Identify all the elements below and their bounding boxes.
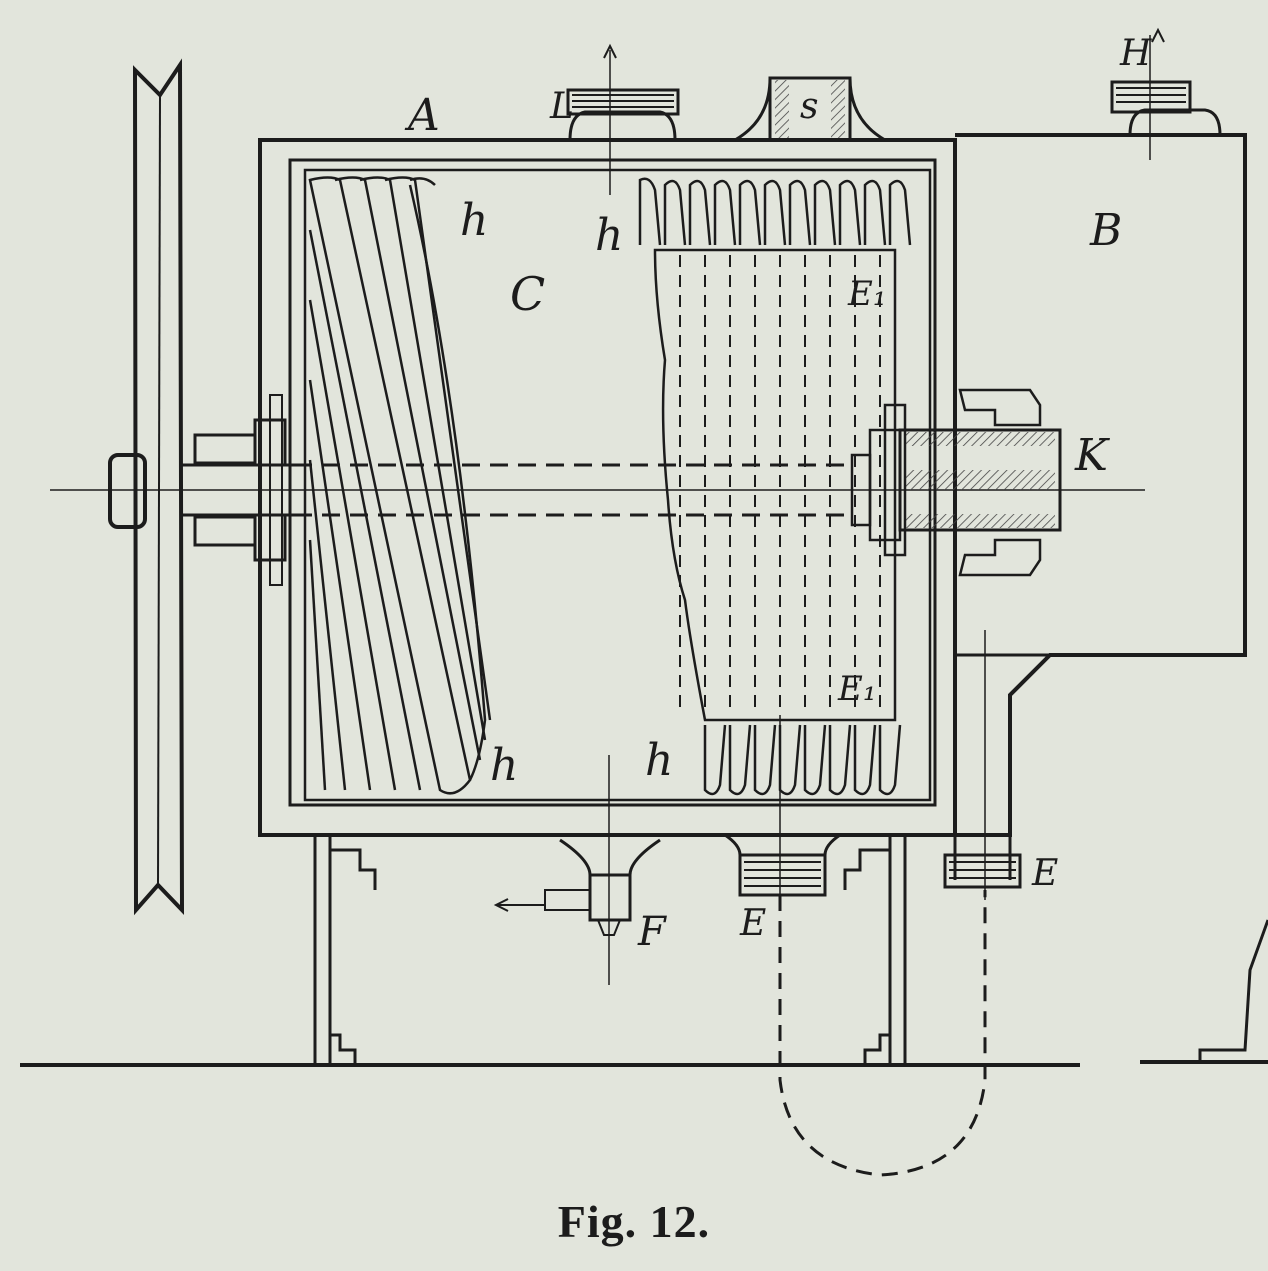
label-s: s	[800, 86, 818, 127]
label-a: A	[404, 90, 440, 141]
left-bearing	[193, 394, 287, 586]
outlet-f	[493, 755, 661, 985]
top-nozzle-l	[566, 43, 680, 195]
outlet-e-right	[943, 630, 1022, 900]
label-h-bottom-left: h	[490, 740, 518, 791]
label-h-top-mid: h	[595, 210, 623, 261]
perforated-drum	[653, 248, 897, 722]
comb-teeth-top	[638, 177, 912, 246]
outlet-e-bottom	[724, 715, 841, 897]
label-h-top-left: h	[460, 195, 488, 246]
label-h-bottom-mid: h	[645, 735, 673, 786]
figure-caption: Fig. 12.	[557, 1196, 711, 1247]
label-c: C	[510, 267, 545, 321]
comb-teeth-bottom	[703, 724, 902, 796]
label-l: L	[549, 86, 574, 127]
adjacent-machine-leg	[1198, 919, 1268, 1062]
label-h-top-nozzle: H	[1119, 33, 1152, 74]
pulley-wheel	[108, 58, 185, 916]
top-nozzle-h	[1110, 27, 1222, 160]
label-b: B	[1089, 205, 1122, 256]
label-e-bottom: E	[739, 903, 766, 944]
label-e-right: E	[1031, 853, 1058, 894]
label-k: K	[1074, 430, 1110, 481]
label-f: F	[637, 909, 667, 955]
drain-pipe	[778, 890, 987, 1177]
label-e1-top: E₁	[847, 274, 886, 314]
top-nozzle-s	[734, 76, 886, 142]
support-legs	[313, 835, 907, 1065]
label-e1-bottom: E₁	[837, 669, 876, 709]
right-bearing-k	[850, 388, 1062, 577]
helical-blades	[308, 176, 492, 795]
